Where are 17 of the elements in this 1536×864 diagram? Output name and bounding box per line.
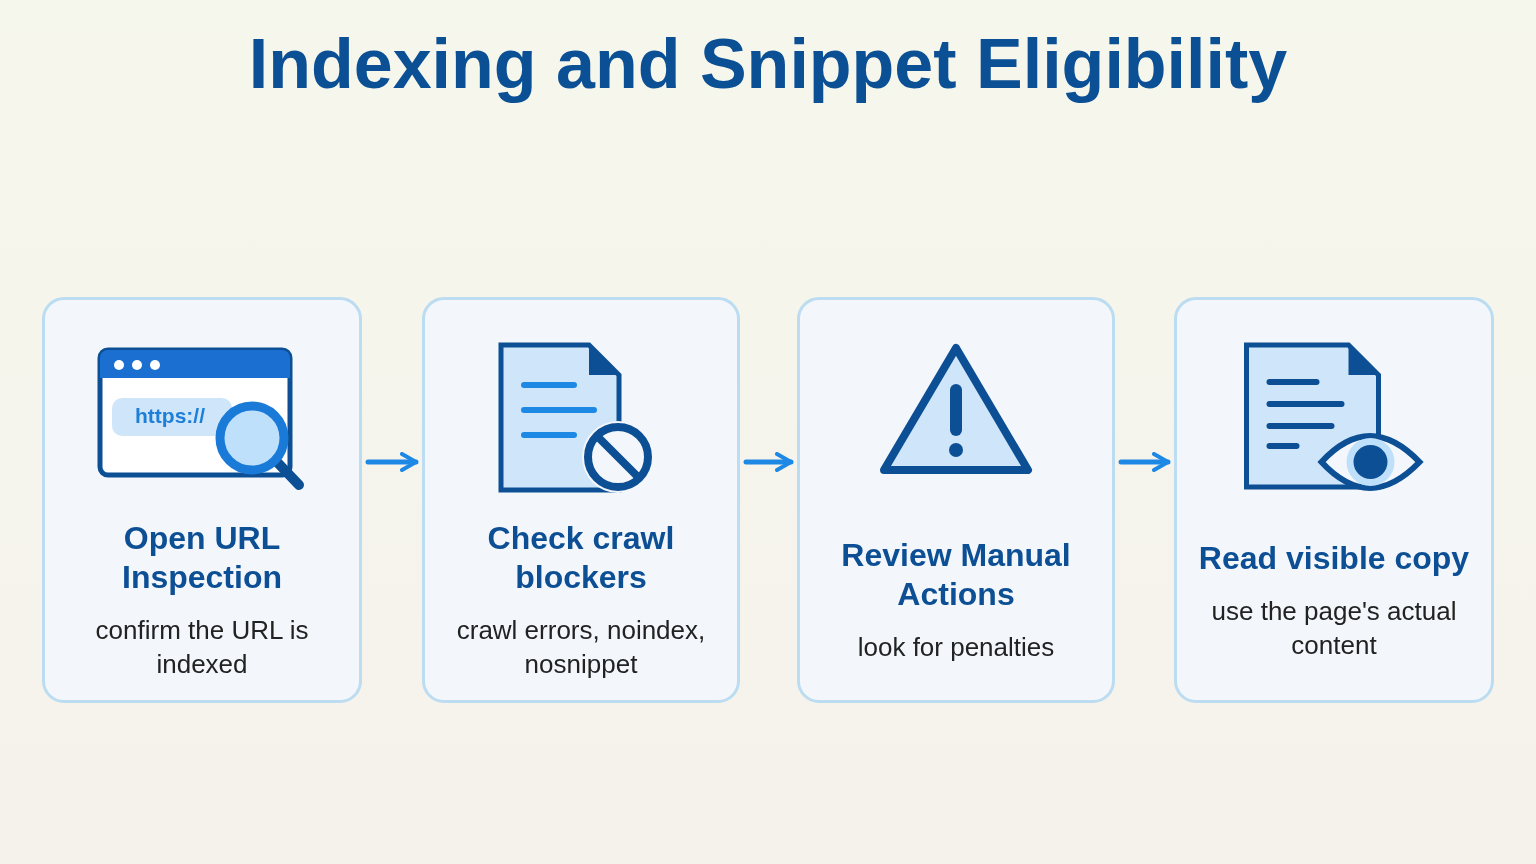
title: Indexing and Snippet Eligibility	[247, 24, 1289, 104]
step-description: confirm the URL is indexed	[94, 614, 310, 681]
arrow	[1118, 452, 1171, 472]
step-heading: Review Manual Actions	[840, 536, 1072, 614]
step-description: crawl errors, noindex, nosnippet	[455, 614, 707, 681]
step-card	[42, 297, 362, 703]
arrow	[743, 452, 794, 472]
url-text: https://	[135, 404, 205, 428]
step-description: use the page's actual content	[1210, 594, 1458, 662]
step-card	[422, 297, 740, 703]
arrow	[365, 452, 419, 472]
step-heading: Read visible copy	[1198, 538, 1470, 578]
step-card	[1174, 297, 1494, 703]
step-description: look for penalties	[857, 631, 1055, 664]
step-card	[797, 297, 1115, 703]
step-heading: Check crawl blockers	[486, 519, 676, 597]
step-heading: Open URL Inspection	[121, 519, 283, 597]
